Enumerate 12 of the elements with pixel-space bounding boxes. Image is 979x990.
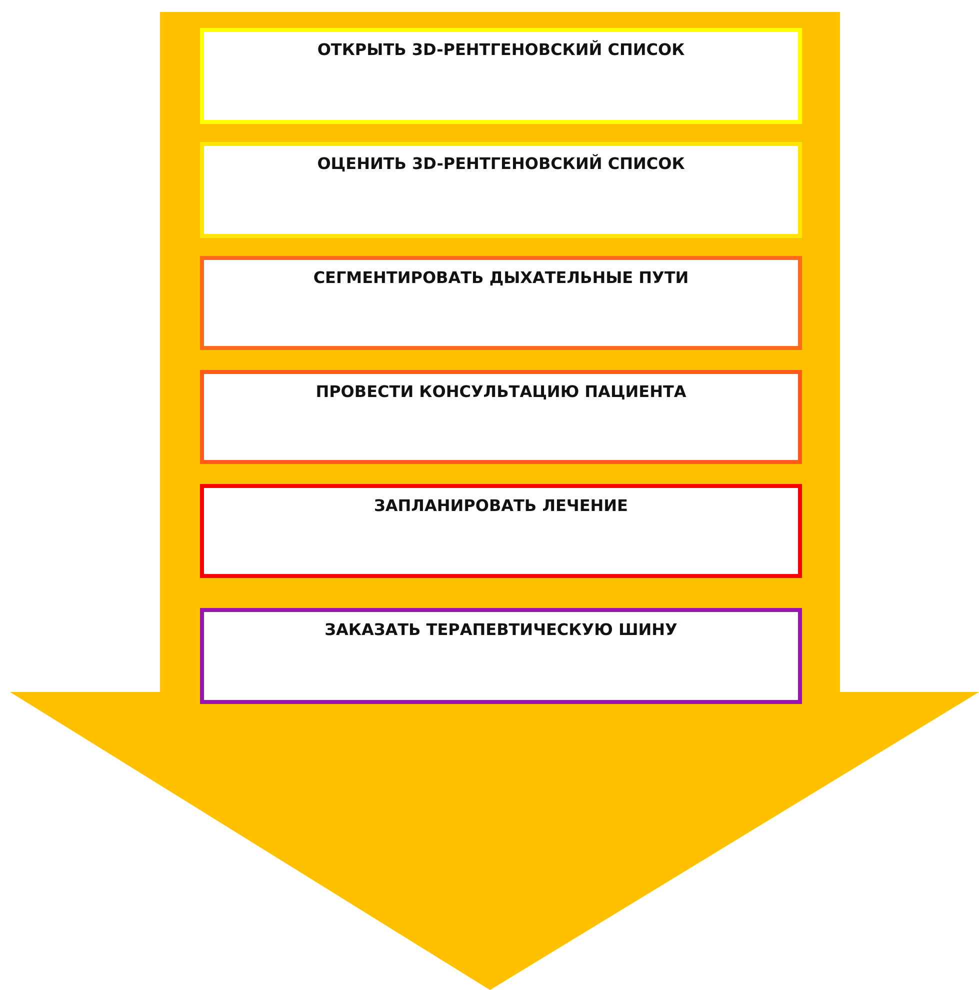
step-box: [200, 370, 802, 464]
step-label: ОЦЕНИТЬ 3D-РЕНТГЕНОВСКИЙ СПИСОК: [317, 154, 685, 173]
step-label: ОТКРЫТЬ 3D-РЕНТГЕНОВСКИЙ СПИСОК: [317, 40, 685, 59]
step-label: ЗАКАЗАТЬ ТЕРАПЕВТИЧЕСКУЮ ШИНУ: [324, 620, 678, 639]
step-label: СЕГМЕНТИРОВАТЬ ДЫХАТЕЛЬНЫЕ ПУТИ: [313, 268, 689, 287]
step-box: [200, 484, 802, 578]
step-label: ЗАПЛАНИРОВАТЬ ЛЕЧЕНИЕ: [374, 496, 628, 515]
step-box: [200, 142, 802, 238]
step-box: [200, 608, 802, 704]
step-box: [200, 28, 802, 124]
step-label: ПРОВЕСТИ КОНСУЛЬТАЦИЮ ПАЦИЕНТА: [316, 382, 686, 401]
step-box: [200, 256, 802, 350]
